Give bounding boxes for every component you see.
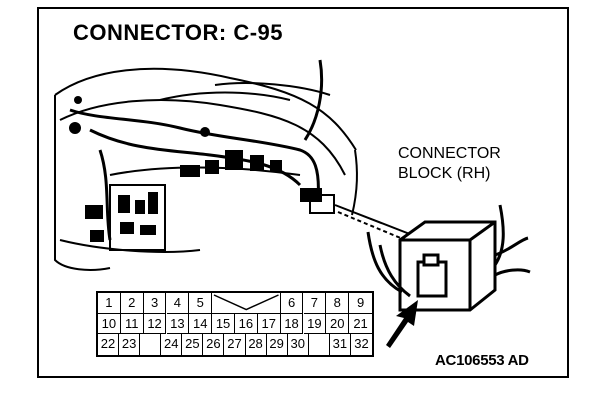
pin-8: 8 — [326, 293, 350, 314]
wiring-harness — [69, 59, 324, 241]
connector-block-wires — [366, 204, 531, 298]
connector-block-label: CONNECTOR BLOCK (RH) — [398, 144, 501, 184]
pin-13: 13 — [166, 313, 190, 334]
pointer-lines — [334, 204, 421, 245]
pin-24: 24 — [161, 334, 183, 355]
pin-blank — [309, 334, 330, 355]
pin-22: 22 — [98, 334, 120, 355]
pin-12: 12 — [143, 313, 167, 334]
figure-code: AC106553 AD — [435, 352, 529, 369]
pin-5: 5 — [189, 293, 213, 314]
pin-23: 23 — [119, 334, 141, 355]
pin-29: 29 — [267, 334, 288, 355]
pin-20: 20 — [326, 313, 350, 334]
connector-title: CONNECTOR: C-95 — [73, 20, 284, 45]
pin-18: 18 — [280, 313, 304, 334]
arrow-icon — [386, 300, 418, 348]
pin-28: 28 — [246, 334, 267, 355]
pin-4: 4 — [166, 293, 190, 314]
pin-27: 27 — [224, 334, 246, 355]
pin-blank — [140, 334, 162, 355]
pin-17: 17 — [257, 313, 281, 334]
pin-14: 14 — [189, 313, 213, 334]
pin-26: 26 — [203, 334, 225, 355]
pin-6: 6 — [280, 293, 304, 314]
pin-16: 16 — [235, 313, 258, 334]
pin-31: 31 — [330, 334, 351, 355]
pin-3: 3 — [143, 293, 167, 314]
pin-7: 7 — [303, 293, 327, 314]
connector-block-label-line1: CONNECTOR — [398, 145, 501, 162]
pin-32: 32 — [354, 336, 369, 351]
pin-10: 10 — [98, 313, 121, 334]
pin-9: 9 — [349, 293, 372, 314]
connector-block-label-line2: BLOCK (RH) — [398, 165, 491, 182]
connector-block-rh — [398, 220, 497, 312]
pin-keyway-notch — [212, 293, 281, 314]
pin-15: 15 — [212, 313, 235, 334]
pin-25: 25 — [182, 334, 204, 355]
pin-11: 11 — [120, 313, 144, 334]
pin-1: 1 — [98, 293, 121, 314]
pin-30: 30 — [288, 334, 309, 355]
pin-2: 2 — [120, 293, 144, 314]
pin-21: 21 — [349, 314, 372, 334]
dashboard-outline — [54, 67, 358, 271]
components-cluster — [69, 96, 335, 251]
pin-19: 19 — [303, 313, 327, 334]
